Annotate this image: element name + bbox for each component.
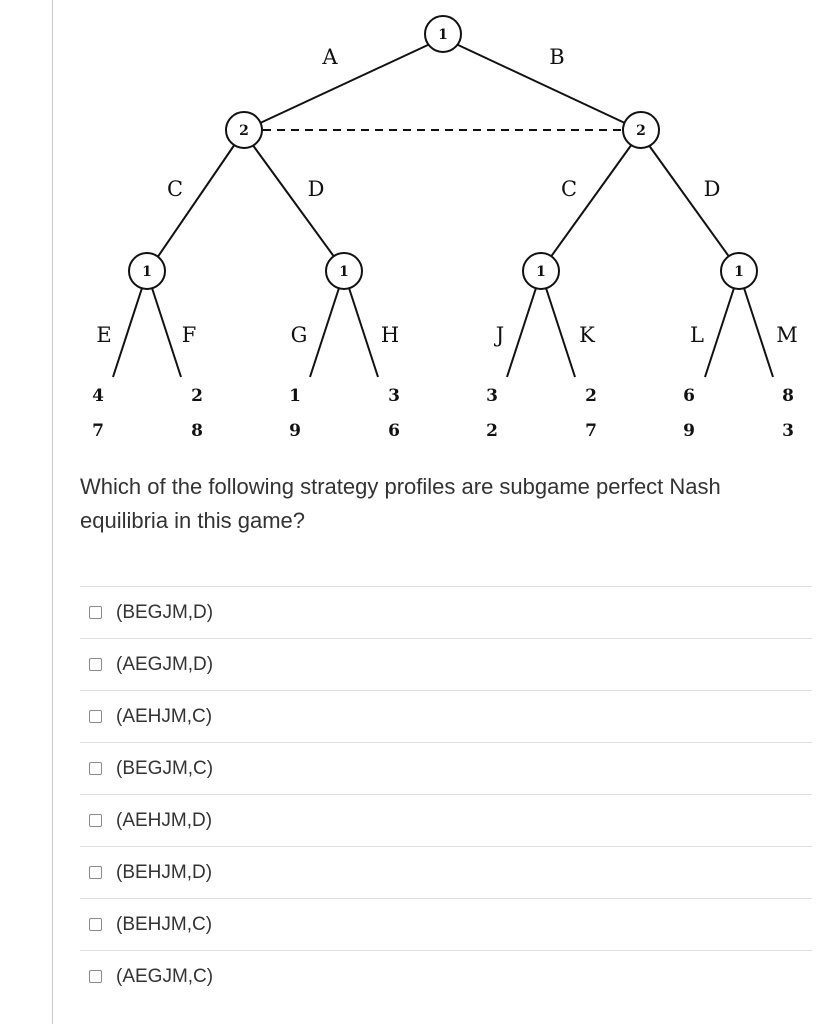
option-checkbox[interactable] — [89, 606, 102, 619]
option-row[interactable]: (AEHJM,C) — [80, 690, 812, 742]
edge-B-line — [455, 43, 628, 125]
payoff-2-player-one: 2 — [191, 386, 203, 406]
player-two-right-node — [622, 111, 660, 149]
left-border-rule — [52, 0, 53, 1024]
player-two-left-node-label: 2 — [239, 123, 249, 139]
player-one-node-1-label: 1 — [142, 264, 152, 280]
payoff-7-player-one: 6 — [683, 386, 695, 406]
player-one-node-1 — [128, 252, 166, 290]
player-one-node-4-label: 1 — [734, 264, 744, 280]
edge-label-C-left: C — [167, 177, 183, 201]
edge-label-D-right: D — [704, 177, 721, 201]
player-two-left-node — [225, 111, 263, 149]
option-checkbox[interactable] — [89, 710, 102, 723]
player-one-node-4 — [720, 252, 758, 290]
edge-label-B: B — [549, 45, 564, 69]
edge-label-E: E — [96, 323, 111, 347]
payoff-2-player-two: 8 — [191, 421, 203, 441]
root-node-label: 1 — [438, 27, 448, 43]
option-label: (BEGJM,C) — [116, 757, 214, 779]
edge-D-right-line — [647, 143, 731, 259]
option-row[interactable]: (BEGJM,C) — [80, 742, 812, 794]
edge-A-line — [257, 43, 431, 125]
option-checkbox[interactable] — [89, 762, 102, 775]
option-label: (AEHJM,C) — [116, 705, 213, 727]
edge-E-line — [112, 287, 143, 378]
option-label: (AEGJM,D) — [116, 653, 214, 675]
edge-label-H: H — [381, 323, 399, 347]
payoff-4-player-one: 3 — [388, 386, 400, 406]
player-one-node-2 — [325, 252, 363, 290]
option-checkbox[interactable] — [89, 970, 102, 983]
root-node — [424, 15, 462, 53]
edge-H-line — [348, 287, 379, 378]
payoff-5-player-one: 3 — [486, 386, 498, 406]
option-label: (BEHJM,C) — [116, 913, 213, 935]
edge-label-G: G — [291, 323, 308, 347]
edge-label-J: J — [494, 323, 504, 347]
option-label: (BEHJM,D) — [116, 861, 213, 883]
edge-label-M: M — [776, 323, 798, 347]
edge-K-line — [545, 287, 576, 378]
edge-J-line — [506, 287, 537, 378]
payoff-5-player-two: 2 — [486, 421, 498, 441]
option-label: (BEGJM,D) — [116, 601, 214, 623]
answer-options-list: (BEGJM,D) (AEGJM,D) (AEHJM,C) (BEGJM,C) … — [80, 586, 812, 1002]
question-text: Which of the following strategy profiles… — [80, 474, 721, 533]
edge-label-L: L — [690, 323, 704, 347]
option-checkbox[interactable] — [89, 814, 102, 827]
edge-L-line — [704, 287, 735, 378]
payoff-8-player-one: 8 — [782, 386, 794, 406]
player-one-node-3-label: 1 — [536, 264, 546, 280]
option-checkbox[interactable] — [89, 658, 102, 671]
edge-label-C-right: C — [561, 177, 577, 201]
option-row[interactable]: (BEHJM,D) — [80, 846, 812, 898]
payoff-3-player-two: 9 — [289, 421, 301, 441]
option-row[interactable]: (AEGJM,C) — [80, 950, 812, 1002]
player-one-node-3 — [522, 252, 560, 290]
option-checkbox[interactable] — [89, 866, 102, 879]
option-row[interactable]: (BEHJM,C) — [80, 898, 812, 950]
edge-D-left-line — [251, 143, 336, 259]
player-one-node-2-label: 1 — [339, 264, 349, 280]
edge-label-A: A — [321, 45, 338, 69]
payoff-4-player-two: 6 — [388, 421, 400, 441]
edge-label-K: K — [579, 323, 595, 347]
payoff-8-player-two: 3 — [782, 421, 794, 441]
option-checkbox[interactable] — [89, 918, 102, 931]
game-tree-diagram: 1 2 2 1 1 1 1 A B C D C D E F G H J K L … — [92, 15, 798, 441]
payoff-1-player-two: 7 — [92, 421, 104, 441]
payoff-1-player-one: 4 — [92, 386, 104, 406]
edge-label-D-left: D — [308, 177, 325, 201]
payoff-6-player-one: 2 — [585, 386, 597, 406]
player-two-right-node-label: 2 — [636, 123, 646, 139]
edge-M-line — [743, 287, 774, 378]
option-row[interactable]: (AEGJM,D) — [80, 638, 812, 690]
edge-C-left-line — [156, 143, 236, 259]
edge-G-line — [309, 287, 340, 378]
option-row[interactable]: (BEGJM,D) — [80, 586, 812, 638]
option-label: (AEHJM,D) — [116, 809, 213, 831]
option-label: (AEGJM,C) — [116, 965, 214, 987]
edge-C-right-line — [549, 143, 633, 259]
edge-F-line — [151, 287, 182, 378]
option-row[interactable]: (AEHJM,D) — [80, 794, 812, 846]
payoff-6-player-two: 7 — [585, 421, 597, 441]
payoff-7-player-two: 9 — [683, 421, 695, 441]
payoff-3-player-one: 1 — [289, 386, 301, 406]
edge-label-F: F — [182, 323, 197, 347]
